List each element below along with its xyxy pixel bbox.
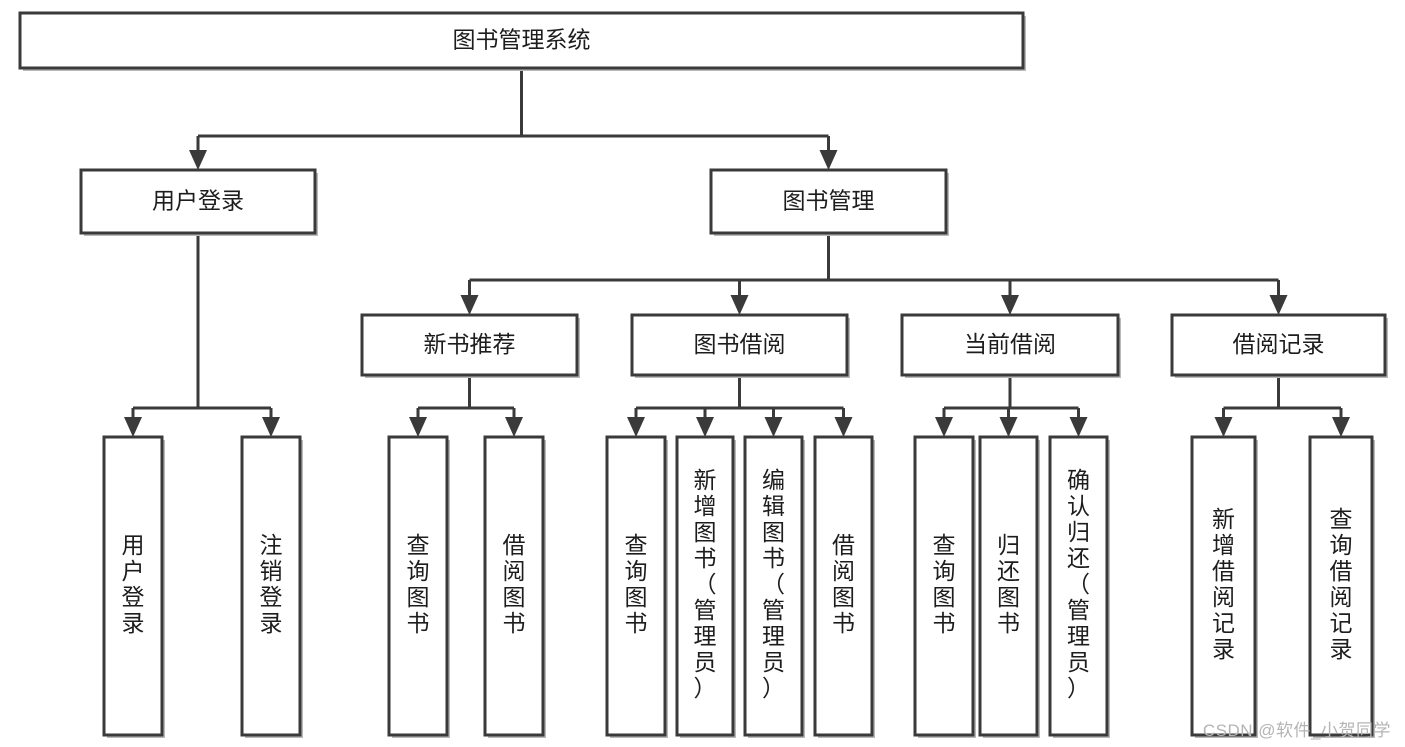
node-label-leaf-borrow-book-2: 借阅图书: [832, 532, 855, 636]
arrow-head: [935, 417, 953, 437]
node-current-borrow[interactable]: 当前借阅: [900, 313, 1121, 378]
node-label-book-manage: 图书管理: [783, 188, 875, 214]
arrow-head: [262, 417, 280, 437]
node-leaf-borrow-book-2[interactable]: 借阅图书: [813, 435, 875, 738]
arrow-head: [409, 417, 427, 437]
node-leaf-query-record[interactable]: 查询借阅记录: [1308, 435, 1375, 738]
node-label-leaf-confirm-return: 确认归还（管理员）: [1067, 467, 1090, 701]
node-leaf-query-book-2[interactable]: 查询图书: [605, 435, 668, 738]
node-user-login[interactable]: 用户登录: [79, 168, 318, 236]
node-label-leaf-user-login: 用户登录: [122, 532, 145, 636]
node-leaf-logout[interactable]: 注销登录: [240, 435, 303, 738]
diagram-nodes: 图书管理系统用户登录图书管理新书推荐图书借阅当前借阅借阅记录用户登录注销登录查询…: [18, 11, 1388, 738]
arrow-head: [1332, 417, 1350, 437]
node-label-leaf-return-book: 归还图书: [997, 532, 1020, 636]
node-label-leaf-query-book-3: 查询图书: [933, 532, 956, 636]
arrow-head: [189, 150, 207, 170]
node-label-leaf-query-book-1: 查询图书: [407, 532, 430, 636]
node-leaf-add-record[interactable]: 新增借阅记录: [1190, 435, 1258, 738]
node-label-leaf-edit-book: 编辑图书（管理员）: [762, 467, 785, 701]
node-leaf-query-book-3[interactable]: 查询图书: [913, 435, 976, 738]
arrow-head: [505, 417, 523, 437]
node-leaf-return-book[interactable]: 归还图书: [978, 435, 1040, 738]
arrow-head: [730, 295, 749, 315]
node-leaf-borrow-book-1[interactable]: 借阅图书: [483, 435, 546, 738]
arrow-head: [627, 417, 645, 437]
node-borrow-record[interactable]: 借阅记录: [1170, 313, 1388, 378]
node-leaf-add-book[interactable]: 新增图书（管理员）: [675, 435, 736, 738]
node-root[interactable]: 图书管理系统: [18, 11, 1026, 71]
arrow-head: [819, 150, 838, 170]
watermark-label: CSDN @软件_小贺同学: [1202, 721, 1391, 740]
connector-links: [124, 68, 1350, 437]
node-label-new-book-recommend: 新书推荐: [424, 331, 516, 357]
arrow-head: [764, 417, 783, 437]
node-label-leaf-borrow-book-1: 借阅图书: [503, 532, 526, 636]
node-label-leaf-add-book: 新增图书（管理员）: [694, 467, 717, 701]
node-new-book-recommend[interactable]: 新书推荐: [360, 313, 580, 378]
node-leaf-user-login[interactable]: 用户登录: [102, 435, 165, 738]
node-label-leaf-logout: 注销登录: [260, 532, 283, 636]
arrow-head: [1001, 295, 1019, 315]
arrow-head: [124, 417, 142, 437]
node-label-leaf-add-record: 新增借阅记录: [1212, 506, 1235, 662]
node-label-root: 图书管理系统: [453, 27, 591, 53]
arrow-head: [834, 417, 853, 437]
node-leaf-query-book-1[interactable]: 查询图书: [387, 435, 450, 738]
arrow-head: [696, 417, 714, 437]
node-label-borrow-record: 借阅记录: [1233, 331, 1325, 357]
node-book-manage[interactable]: 图书管理: [709, 168, 949, 236]
node-leaf-edit-book[interactable]: 编辑图书（管理员）: [743, 435, 805, 738]
node-label-leaf-query-record: 查询借阅记录: [1330, 506, 1353, 662]
arrow-head: [1269, 295, 1288, 315]
arrow-head: [1214, 417, 1233, 437]
node-label-book-borrow: 图书借阅: [694, 331, 786, 357]
node-book-borrow[interactable]: 图书借阅: [630, 313, 850, 378]
arrow-head: [999, 417, 1018, 437]
arrow-head: [460, 295, 479, 315]
node-label-user-login: 用户登录: [152, 188, 244, 214]
node-label-leaf-query-book-2: 查询图书: [625, 532, 648, 636]
node-label-current-borrow: 当前借阅: [964, 331, 1056, 357]
node-leaf-confirm-return[interactable]: 确认归还（管理员）: [1048, 435, 1110, 738]
arrow-head: [1069, 417, 1088, 437]
